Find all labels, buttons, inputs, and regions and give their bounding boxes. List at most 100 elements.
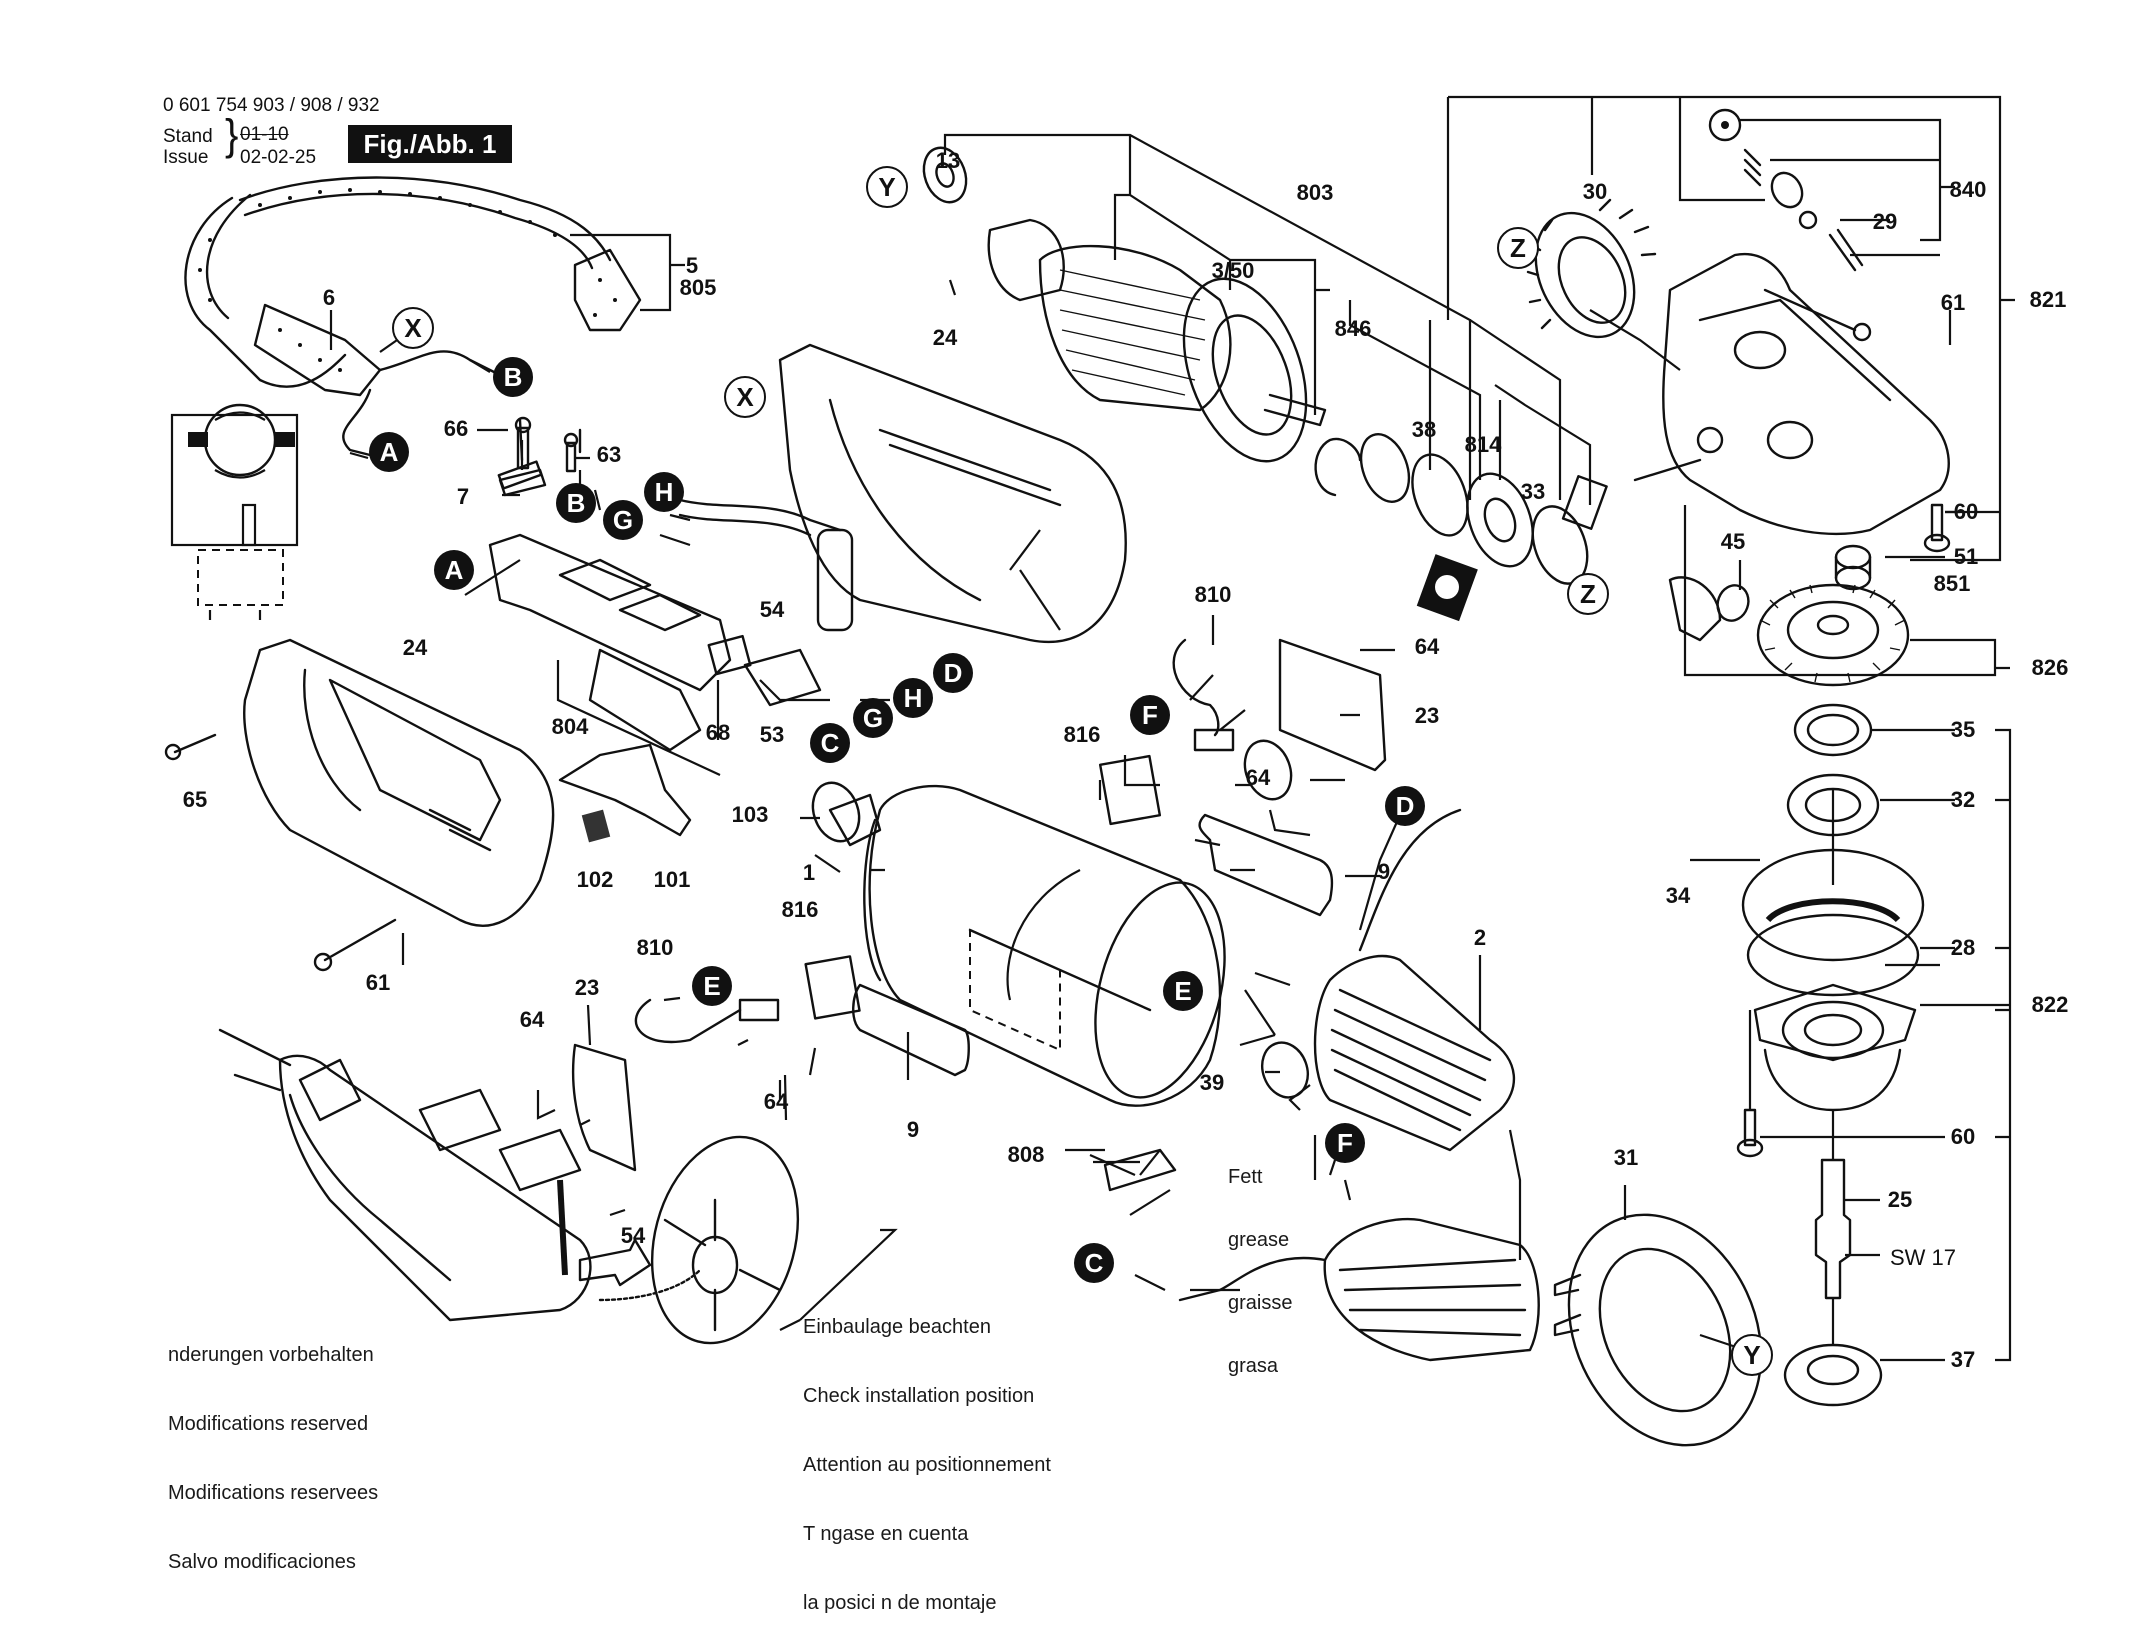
part-label-102[interactable]: 102 — [576, 867, 614, 892]
part-label-64[interactable]: 64 — [519, 1007, 545, 1032]
handle-half-upper-drawing — [778, 343, 1127, 644]
part-label-25[interactable]: 25 — [1887, 1187, 1913, 1212]
part-label-64[interactable]: 64 — [763, 1089, 789, 1114]
brace-symbol: } — [225, 110, 239, 160]
part-label-826[interactable]: 826 — [2031, 655, 2069, 680]
part-label-54-top[interactable]: 54 — [759, 597, 785, 622]
part-label-5[interactable]: 5 — [685, 253, 699, 278]
part-label-65[interactable]: 65 — [182, 787, 208, 812]
part-label-814[interactable]: 814 — [1464, 432, 1502, 457]
part-number-heading: 0 601 754 903 / 908 / 932 — [163, 95, 380, 116]
part-label-32[interactable]: 32 — [1950, 787, 1976, 812]
part-label-31[interactable]: 31 — [1613, 1145, 1639, 1170]
part-label-39[interactable]: 39 — [1199, 1070, 1225, 1095]
part-label-45[interactable]: 45 — [1720, 529, 1746, 554]
reference-marker-y: Y — [866, 166, 908, 208]
part-label-804[interactable]: 804 — [551, 714, 589, 739]
part-label-9[interactable]: 9 — [906, 1117, 920, 1142]
part-label-53[interactable]: 53 — [759, 722, 785, 747]
connector-marker-b: B — [493, 357, 533, 397]
part-label-13[interactable]: 13 — [935, 148, 961, 173]
note-line: Attention au positionnement — [803, 1454, 1051, 1476]
reference-marker-z: Z — [1497, 227, 1539, 269]
part-label-61-left[interactable]: 61 — [365, 970, 391, 995]
connector-marker-b: B — [556, 483, 596, 523]
part-label-821[interactable]: 821 — [2029, 287, 2067, 312]
part-label-803[interactable]: 803 — [1296, 180, 1334, 205]
part-label-63[interactable]: 63 — [596, 442, 622, 467]
part-label-810-top[interactable]: 810 — [1194, 582, 1232, 607]
part-label-66[interactable]: 66 — [443, 416, 469, 441]
exploded-parts-diagram — [164, 95, 2015, 1447]
connector-marker-d: D — [1385, 786, 1425, 826]
note-line: Modifications reservees — [168, 1482, 379, 1504]
part-label-7[interactable]: 7 — [456, 484, 470, 509]
switch-assembly-drawing — [488, 418, 854, 752]
part-label-23-top[interactable]: 23 — [1414, 703, 1440, 728]
part-label-64[interactable]: 64 — [1245, 765, 1271, 790]
part-label-23-bottom[interactable]: 23 — [574, 975, 600, 1000]
modifications-note: nderungen vorbehalten Modifications rese… — [168, 1298, 378, 1597]
cover-plates — [571, 638, 1387, 1192]
assembly-inset-drawing — [218, 1028, 800, 1345]
part-label-35[interactable]: 35 — [1950, 717, 1976, 742]
part-label-28[interactable]: 28 — [1950, 935, 1976, 960]
part-label-61-right[interactable]: 61 — [1940, 290, 1966, 315]
part-label-24-top[interactable]: 24 — [932, 325, 958, 350]
part-label-60-bottom[interactable]: 60 — [1950, 1124, 1976, 1149]
part-label-29[interactable]: 29 — [1872, 209, 1898, 234]
note-line: la posici n de montaje — [803, 1592, 997, 1614]
part-label-37[interactable]: 37 — [1950, 1347, 1976, 1372]
fan-baffle-drawing — [1553, 1213, 1763, 1447]
connector-marker-a: A — [434, 550, 474, 590]
power-cord-drawing — [184, 176, 642, 457]
part-label-24-left[interactable]: 24 — [402, 635, 428, 660]
part-label-808[interactable]: 808 — [1007, 1142, 1045, 1167]
part-label-33[interactable]: 33 — [1520, 479, 1546, 504]
part-label-68[interactable]: 68 — [705, 720, 731, 745]
part-label-9[interactable]: 9 — [1377, 859, 1391, 884]
part-label-101[interactable]: 101 — [653, 867, 691, 892]
gear-housing-drawing — [1526, 108, 1951, 642]
part-label-3-50[interactable]: 3/50 — [1211, 258, 1255, 283]
trigger-and-spring — [558, 743, 882, 847]
note-line: graisse — [1228, 1292, 1293, 1314]
part-label-2[interactable]: 2 — [1473, 925, 1487, 950]
part-label-816-bottom[interactable]: 816 — [781, 897, 819, 922]
part-label-30[interactable]: 30 — [1582, 179, 1608, 204]
reference-marker-x: X — [392, 307, 434, 349]
part-label-6[interactable]: 6 — [322, 285, 336, 310]
part-label-851[interactable]: 851 — [1933, 571, 1971, 596]
leader-lines — [329, 95, 2015, 1362]
part-label-810-bottom[interactable]: 810 — [636, 935, 674, 960]
note-line: grease — [1228, 1229, 1290, 1251]
part-label-805[interactable]: 805 — [679, 275, 717, 300]
connector-marker-e: E — [1163, 971, 1203, 1011]
part-label-60-top[interactable]: 60 — [1953, 499, 1979, 524]
part-label-64[interactable]: 64 — [1414, 634, 1440, 659]
stand-label: Stand — [163, 126, 213, 147]
armature-drawing — [922, 146, 1327, 463]
motor-housing-drawing — [863, 784, 1226, 1107]
part-label-38[interactable]: 38 — [1411, 417, 1437, 442]
note-line: Check installation position — [803, 1385, 1035, 1407]
part-label-1[interactable]: 1 — [802, 860, 816, 885]
bearings-drawing — [811, 433, 1608, 1099]
field-coil-drawing — [1313, 954, 1515, 1152]
part-label-822[interactable]: 822 — [2031, 992, 2069, 1017]
part-label-840[interactable]: 840 — [1949, 177, 1987, 202]
part-label-54-bottom[interactable]: 54 — [620, 1223, 646, 1248]
part-label-34[interactable]: 34 — [1665, 883, 1691, 908]
part-label-sw17[interactable]: SW 17 — [1889, 1245, 1957, 1270]
part-label-103[interactable]: 103 — [731, 802, 769, 827]
connector-marker-g: G — [853, 698, 893, 738]
grease-note: Fett grease graisse grasa — [1228, 1125, 1292, 1398]
note-line: Einbaulage beachten — [803, 1316, 991, 1338]
note-line: T ngase en cuenta — [803, 1523, 969, 1545]
issue-date: 02-02-25 — [240, 147, 317, 168]
reference-marker-y: Y — [1731, 1334, 1773, 1376]
part-label-816-top[interactable]: 816 — [1063, 722, 1101, 747]
part-label-846[interactable]: 846 — [1334, 316, 1372, 341]
part-label-51[interactable]: 51 — [1953, 544, 1979, 569]
reference-marker-z: Z — [1567, 573, 1609, 615]
